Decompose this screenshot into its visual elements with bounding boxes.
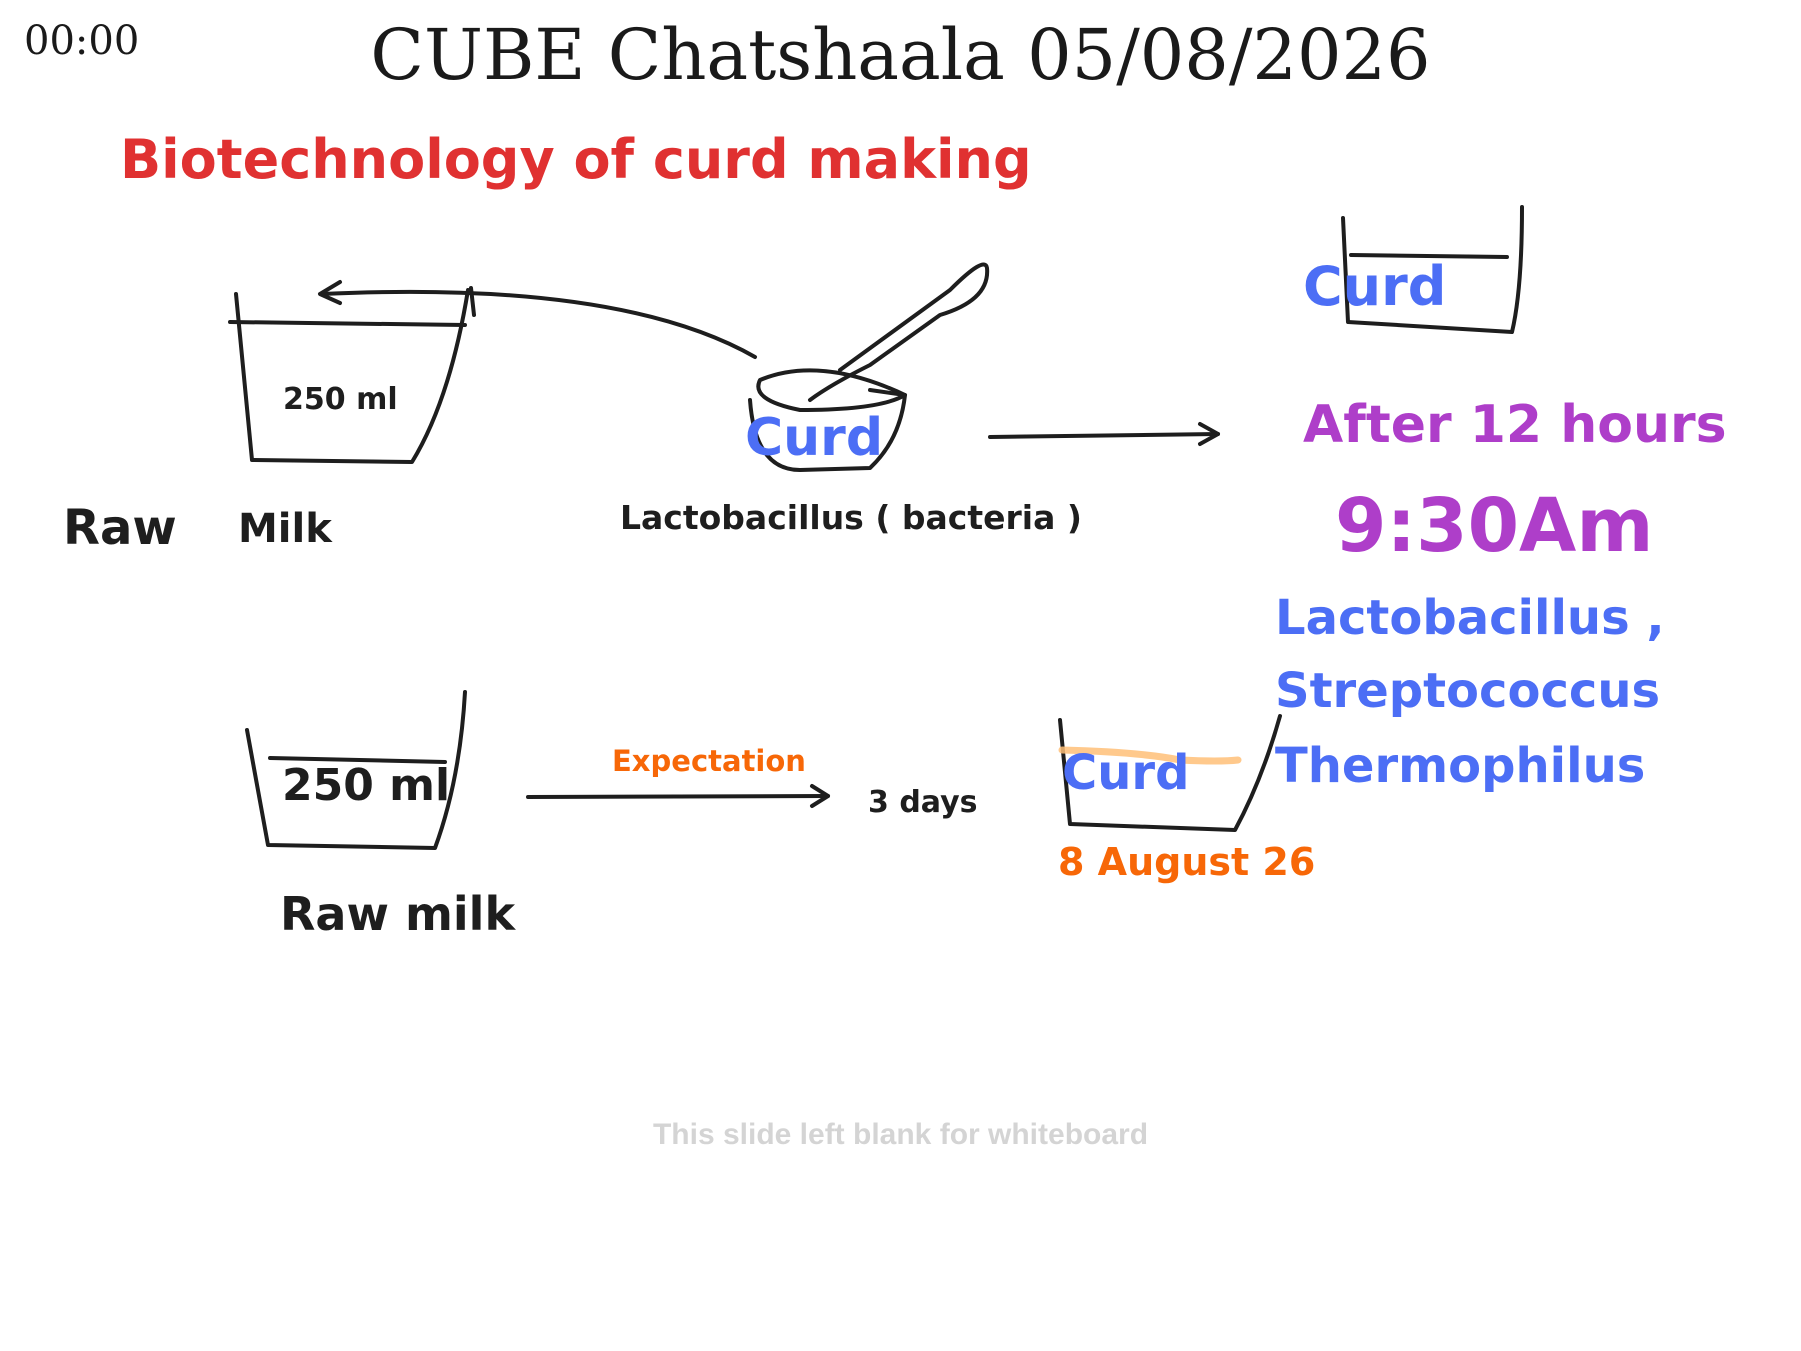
page-title: CUBE Chatshaala 05/08/2026 xyxy=(370,14,1431,96)
beaker-drawing-2 xyxy=(245,690,467,850)
transfer-arrowhead xyxy=(318,280,342,305)
bowl-drawing xyxy=(748,388,907,472)
strike-highlight xyxy=(1058,746,1242,765)
process-arrowhead xyxy=(1198,422,1220,446)
expected-curd-label: Curd xyxy=(1062,745,1190,801)
spoon-drawing xyxy=(808,262,990,402)
curd-level-line xyxy=(1349,253,1509,259)
beaker-volume-label-2: 250 ml xyxy=(282,760,451,811)
raw-label: Raw xyxy=(63,500,177,556)
beaker-volume-label: 250 ml xyxy=(283,382,398,417)
whiteboard-heading: Biotechnology of curd making xyxy=(120,128,1032,191)
bacteria-name-3: Thermophilus xyxy=(1275,738,1646,794)
duration-note: After 12 hours xyxy=(1303,395,1727,455)
bacteria-name-2: Streptococcus xyxy=(1275,663,1661,719)
milk-label: Milk xyxy=(238,506,332,552)
transfer-arrow xyxy=(320,289,757,359)
beaker-drawing xyxy=(234,286,476,464)
time-note: 9:30Am xyxy=(1335,483,1654,569)
bowl-curd-label: Curd xyxy=(745,408,884,468)
curd-container-drawing xyxy=(1341,205,1524,334)
expectation-arrow xyxy=(526,794,830,799)
milk-level-line-2 xyxy=(268,756,447,764)
blank-slide-note: This slide left blank for whiteboard xyxy=(652,1118,1149,1151)
bowl-rim xyxy=(756,368,907,412)
session-timer: 00:00 xyxy=(24,18,140,64)
expectation-arrowhead xyxy=(810,784,830,808)
bacteria-name-1: Lactobacillus , xyxy=(1275,590,1665,646)
curd-container-drawing-2 xyxy=(1058,714,1282,832)
duration-label: 3 days xyxy=(868,785,978,820)
process-arrow xyxy=(988,432,1220,439)
result-curd-label: Curd xyxy=(1303,255,1447,318)
bacteria-caption: Lactobacillus ( bacteria ) xyxy=(620,498,1082,537)
raw-milk-label: Raw milk xyxy=(280,887,516,941)
expectation-label: Expectation xyxy=(612,744,806,778)
expected-date-label: 8 August 26 xyxy=(1058,840,1316,884)
milk-level-line xyxy=(228,320,467,327)
